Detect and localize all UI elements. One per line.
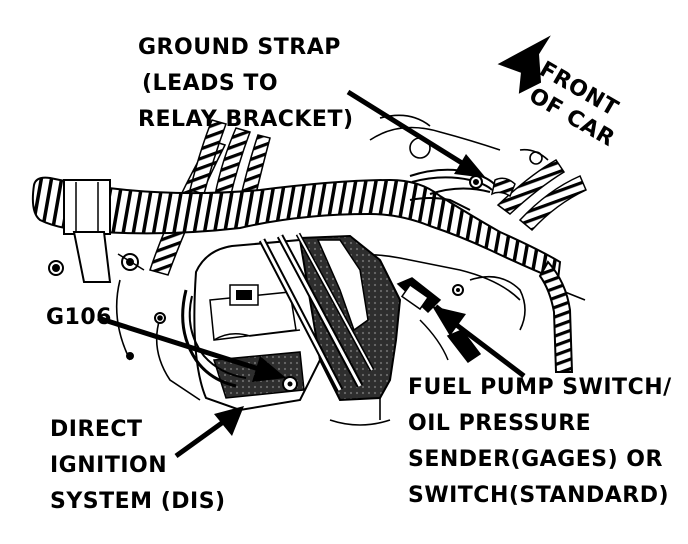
fuel-pump-line-3: SENDER(GAGES) OR	[408, 447, 663, 472]
fuel-pump-arrow	[432, 306, 526, 378]
ground-strap-line-3: RELAY BRACKET)	[138, 107, 354, 132]
fuel-pump-switch-label: FUEL PUMP SWITCH/ OIL PRESSURE SENDER(GA…	[408, 370, 672, 514]
bolts	[126, 312, 166, 360]
ground-strap-line-1: GROUND STRAP	[138, 35, 341, 60]
dis-line-1: DIRECT	[50, 417, 143, 442]
fuel-pump-line-2: OIL PRESSURE	[408, 411, 592, 436]
dis-arrow	[174, 406, 244, 459]
engine-outline	[115, 114, 586, 426]
ground-strap-label: GROUND STRAP (LEADS TO RELAY BRACKET)	[138, 30, 354, 138]
main-harness	[31, 176, 574, 373]
g106-label: G106	[46, 305, 112, 330]
front-direction-arrow	[497, 35, 551, 94]
left-bracket	[48, 231, 145, 283]
dis-line-2: IGNITION	[50, 453, 168, 478]
fuel-pump-line-1: FUEL PUMP SWITCH/	[408, 375, 672, 400]
dis-line-3: SYSTEM (DIS)	[50, 489, 226, 514]
dis-label: DIRECT IGNITION SYSTEM (DIS)	[50, 412, 226, 520]
fuel-pump-line-4: SWITCH(STANDARD)	[408, 483, 670, 508]
ground-strap-arrow	[346, 89, 486, 178]
oil-pressure-sender	[396, 277, 482, 364]
g106-arrow	[97, 315, 286, 382]
ground-strap-line-2: (LEADS TO	[142, 71, 279, 96]
